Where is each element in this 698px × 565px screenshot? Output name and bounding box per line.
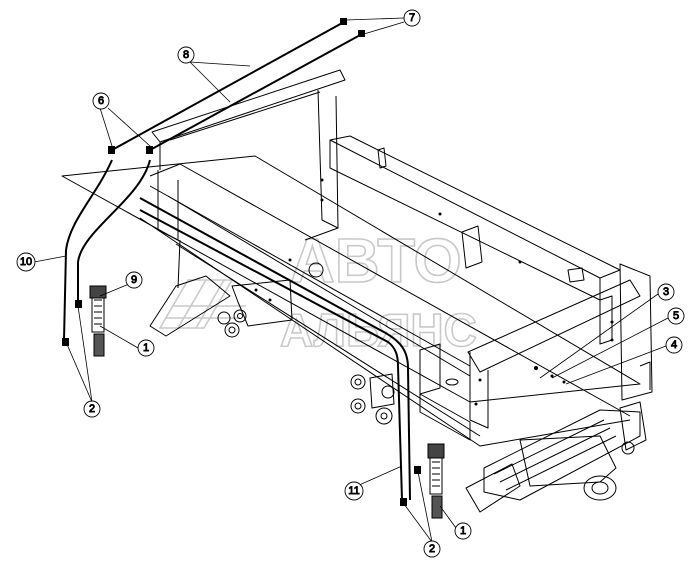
callout-1-left: 1: [137, 339, 155, 357]
callout-10-label: 10: [20, 256, 32, 268]
callout-8: 8: [177, 46, 195, 64]
callout-2-left: 2: [83, 400, 101, 418]
callout-1-left-label: 1: [143, 342, 149, 354]
cable-11-return: [139, 209, 403, 501]
callout-3-label: 3: [663, 286, 669, 298]
watermark-line1: АВТО: [290, 227, 462, 296]
connector-2a: [75, 300, 82, 308]
callout-5: 5: [667, 307, 685, 325]
callout-11-label: 11: [348, 485, 359, 497]
right-end-plate: [467, 279, 641, 373]
callout-6: 6: [92, 92, 110, 110]
callout-7-label: 7: [409, 12, 415, 24]
top-cross-rail: [151, 69, 346, 143]
connector-2b: [62, 338, 69, 346]
callout-3: 3: [657, 283, 675, 301]
callout-6-label: 6: [98, 95, 104, 107]
connector-7b: [358, 30, 365, 37]
leader-lines: [33, 17, 669, 543]
callout-8-label: 8: [183, 49, 189, 61]
connector-2c: [414, 466, 421, 474]
bolt-holes: [254, 178, 614, 406]
watermark-logo-icon: [158, 279, 246, 329]
cable-left-branch: [77, 159, 151, 304]
callouts: 7 8 6 10 9 1 2 3: [16, 9, 685, 558]
connector-6a: [108, 146, 115, 154]
callout-7: 7: [403, 9, 421, 27]
frame-assembly: [61, 69, 653, 513]
lamp-unit-right: [427, 443, 445, 519]
axle-housing: [519, 435, 617, 487]
cable-11: [139, 197, 411, 501]
cable-8-lower: [149, 33, 363, 151]
connector-7a: [340, 18, 347, 25]
callout-11: 11: [344, 481, 364, 501]
callout-1-right-label: 1: [460, 525, 466, 537]
upper-rail-outline: [61, 155, 641, 403]
left-bracket: [149, 275, 231, 337]
roller-set-center: [350, 373, 395, 425]
callout-9-label: 9: [131, 274, 137, 286]
cable-connectors: [62, 18, 421, 506]
connector-6b: [146, 146, 153, 154]
cable-10: [63, 159, 113, 341]
lamp-unit-left: [89, 285, 107, 357]
leaf-spring: [483, 409, 641, 501]
callout-1-right: 1: [454, 522, 472, 540]
cables: [63, 21, 411, 501]
roller-set-left: [217, 309, 247, 338]
connector-2d: [400, 498, 407, 506]
callout-2-right: 2: [423, 540, 441, 558]
mid-bracket-plate: [231, 279, 293, 327]
callout-4-label: 4: [671, 339, 677, 351]
callout-2-right-label: 2: [429, 543, 435, 555]
callout-5-label: 5: [673, 310, 679, 322]
callout-10: 10: [16, 252, 36, 272]
cable-8-upper: [111, 21, 345, 151]
callout-2-left-label: 2: [89, 403, 95, 415]
callout-9: 9: [125, 271, 143, 289]
callout-4: 4: [665, 336, 683, 354]
